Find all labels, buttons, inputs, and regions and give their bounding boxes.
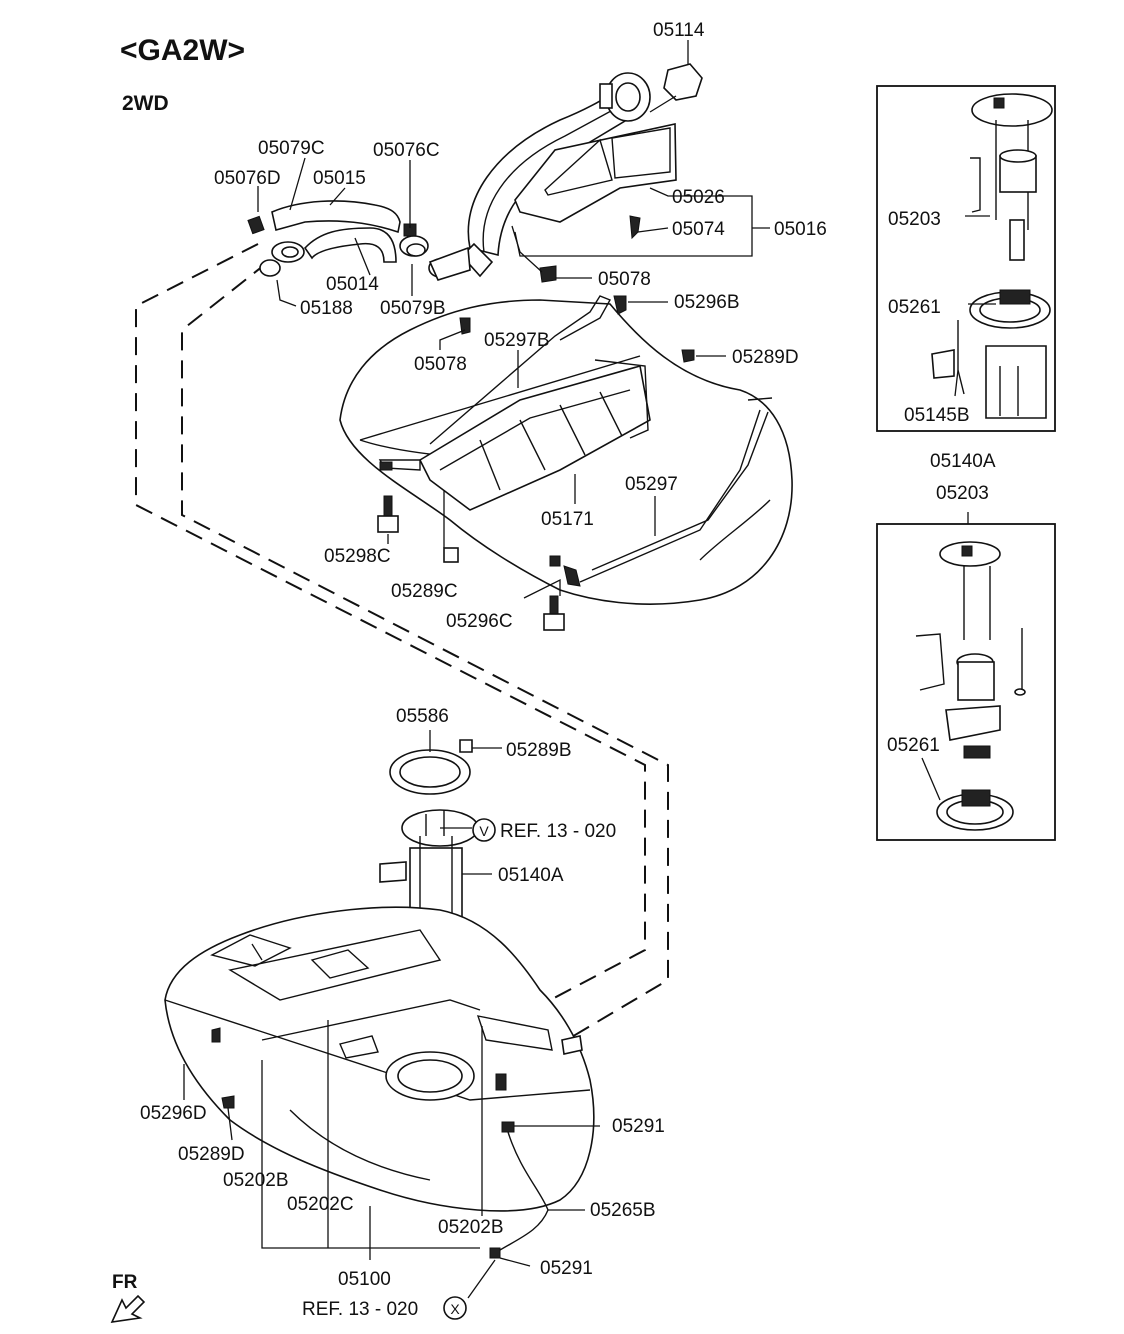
dashed-guide-lines [135, 243, 669, 1039]
upper-tank-assembly [339, 295, 793, 605]
label-05586: 05586 [396, 706, 449, 727]
label-box1-05145b: 05145B [904, 405, 970, 426]
circle-letter-x: X [450, 1301, 460, 1317]
label-ref-13-020-v: REF. 13 - 020 [500, 821, 616, 842]
label-05074: 05074 [672, 219, 725, 240]
vent-hoses [247, 200, 429, 277]
label-05076c: 05076C [373, 140, 440, 161]
front-arrow-icon: FR [110, 1272, 146, 1323]
label-05171: 05171 [541, 509, 594, 530]
detail-box-2 [876, 523, 1056, 841]
label-05076d: 05076D [214, 168, 281, 189]
label-05291-b: 05291 [540, 1258, 593, 1279]
reference-circles: V X [443, 818, 496, 1320]
lower-tank [164, 906, 595, 1259]
detail-box-1 [876, 85, 1056, 432]
label-05289b: 05289B [506, 740, 572, 761]
front-label: FR [112, 1272, 138, 1293]
model-title: <GA2W> [120, 34, 246, 67]
label-05079b: 05079B [380, 298, 446, 319]
filler-pipe-assembly [428, 63, 703, 283]
label-05291-a: 05291 [612, 1116, 665, 1137]
label-05140a-main: 05140A [498, 865, 564, 886]
label-05114: 05114 [653, 20, 705, 41]
label-05015: 05015 [313, 168, 366, 189]
label-box1-05261: 05261 [888, 297, 941, 318]
label-05296b: 05296B [674, 292, 740, 313]
label-05296c: 05296C [446, 611, 513, 632]
label-05289d-top: 05289D [732, 347, 799, 368]
part-labels: 05114 05079C 05076C 05076D 05015 05014 0… [140, 20, 996, 1320]
label-05297: 05297 [625, 474, 678, 495]
label-box1-05203: 05203 [888, 209, 941, 230]
label-05014: 05014 [326, 274, 379, 295]
label-05078-b: 05078 [414, 354, 467, 375]
label-box2-05261: 05261 [887, 735, 940, 756]
label-box2-05203: 05203 [936, 483, 989, 504]
label-05202b-right: 05202B [438, 1217, 504, 1238]
circle-letter-v: V [479, 823, 489, 839]
label-05289d-bottom: 05289D [178, 1144, 245, 1165]
label-05016: 05016 [774, 219, 827, 240]
drive-type: 2WD [122, 92, 169, 115]
label-05296d: 05296D [140, 1103, 207, 1124]
label-05202c: 05202C [287, 1194, 354, 1215]
label-ref-13-020-x: REF. 13 - 020 [302, 1299, 418, 1320]
label-05298c: 05298C [324, 546, 391, 567]
upper-bolts [377, 495, 565, 631]
label-05100: 05100 [338, 1269, 391, 1290]
label-05265b: 05265B [590, 1200, 656, 1221]
label-05202b-left: 05202B [223, 1170, 289, 1191]
label-05079c: 05079C [258, 138, 325, 159]
label-05026: 05026 [672, 187, 725, 208]
leader-lines [183, 40, 996, 1299]
label-05297b: 05297B [484, 330, 550, 351]
label-05078-a: 05078 [598, 269, 651, 290]
label-box1-05140a: 05140A [930, 451, 996, 472]
label-05289c: 05289C [391, 581, 458, 602]
label-05188: 05188 [300, 298, 353, 319]
